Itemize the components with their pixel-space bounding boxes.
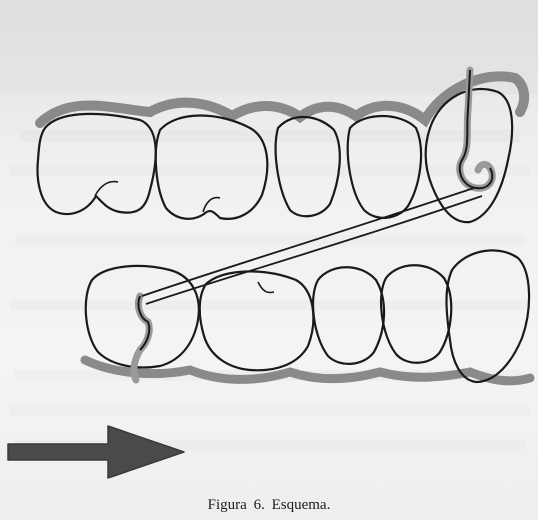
lower-teeth [85, 250, 530, 382]
background-bleed-text [0, 0, 538, 451]
figure-caption: Figura 6. Esquema. [0, 497, 538, 514]
lower-canine [447, 250, 530, 382]
dental-diagram [0, 0, 538, 490]
lower-premolar-1 [313, 267, 384, 364]
lower-premolar-2 [381, 265, 451, 363]
upper-molar-1 [38, 114, 156, 214]
upper-teeth [38, 76, 525, 222]
lower-molar-2 [200, 271, 314, 370]
right-arrow-icon [8, 426, 184, 478]
